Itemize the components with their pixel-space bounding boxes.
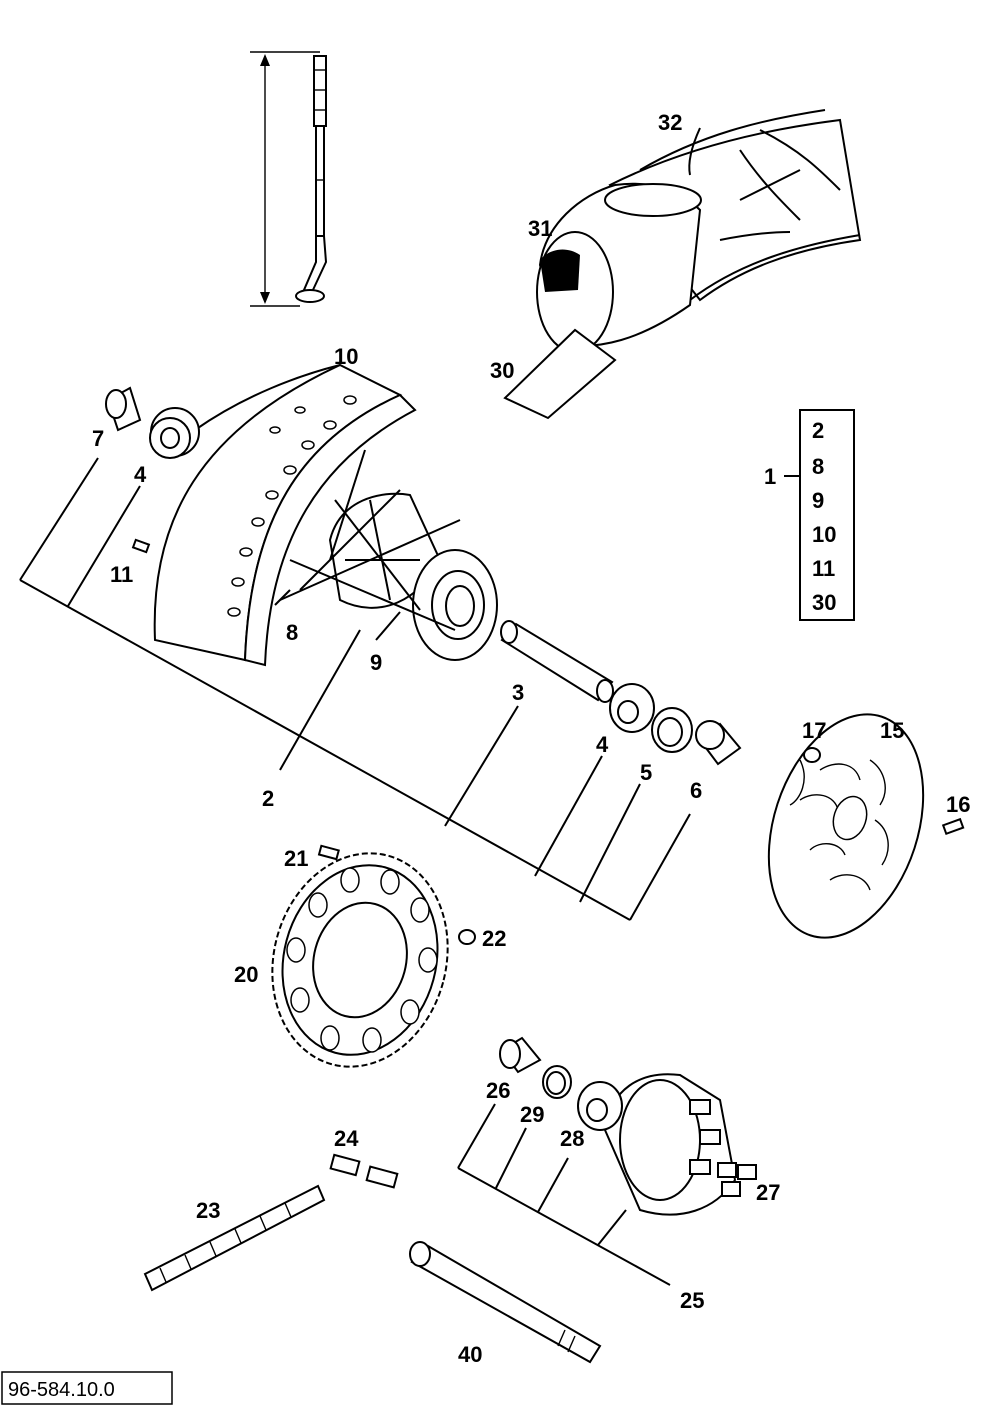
bearing-28-drawing: [577, 1081, 623, 1131]
label-6: 6: [690, 778, 702, 803]
reference-number: 96-584.10.0: [8, 1379, 115, 1401]
bearing-4-lower-drawing: [609, 683, 655, 733]
nut-17-drawing: [803, 747, 821, 763]
label-22: 22: [482, 926, 506, 951]
label-1: 1: [764, 464, 776, 489]
bearing-4-upper-drawing: [149, 407, 200, 459]
kit-item-list: 2 8 9 10 11 30: [812, 418, 836, 615]
label-8: 8: [286, 620, 298, 645]
label-27: 27: [756, 1180, 780, 1205]
label-30: 30: [490, 358, 514, 383]
brake-disc-drawing: [767, 713, 965, 939]
spacer-3-drawing: [500, 620, 614, 703]
label-40: 40: [458, 1342, 482, 1367]
tire-tube-drawing: [503, 109, 862, 420]
label-7: 7: [92, 426, 104, 451]
seal-5-drawing: [651, 707, 693, 753]
chain-link-24-drawing: [329, 1153, 399, 1189]
bushing-7-drawing: [105, 386, 142, 432]
label-29: 29: [520, 1102, 544, 1127]
label-32: 32: [658, 110, 682, 135]
label-10: 10: [334, 344, 358, 369]
label-21: 21: [284, 846, 308, 871]
rim-holes: [227, 395, 357, 617]
label-20: 20: [234, 962, 258, 987]
ring-29-drawing: [542, 1065, 572, 1099]
label-2: 2: [262, 786, 274, 811]
bolt-21-drawing: [317, 844, 340, 861]
label-23: 23: [196, 1198, 220, 1223]
label-26: 26: [486, 1078, 510, 1103]
chain-drawing: [143, 1153, 399, 1292]
label-4-upper: 4: [134, 462, 147, 487]
kit-item: 10: [812, 522, 836, 547]
rim-drawing: [153, 363, 417, 667]
bushing-26-drawing: [499, 1036, 542, 1074]
hub-drawing: [279, 449, 498, 661]
damper-27-drawing: [717, 1162, 757, 1197]
label-4-lower: 4: [596, 732, 609, 757]
part-labels: 1 2 3 4 4 5 6 7 8 9 10 11 15 16 17 20 21…: [92, 110, 970, 1367]
label-9: 9: [370, 650, 382, 675]
screw-16-drawing: [941, 817, 965, 836]
leader-lines: [19, 457, 691, 1286]
label-11: 11: [110, 562, 133, 587]
label-17: 17: [802, 718, 826, 743]
label-25: 25: [680, 1288, 704, 1313]
kit-bracket: [784, 409, 855, 621]
axle-40-drawing: [409, 1241, 602, 1364]
label-16: 16: [946, 792, 970, 817]
label-15: 15: [880, 718, 904, 743]
sprocket-drawing: [271, 844, 476, 1068]
label-3: 3: [512, 680, 524, 705]
kit-item: 8: [812, 454, 824, 479]
kit-item: 11: [812, 556, 835, 581]
kit-item: 9: [812, 488, 824, 513]
label-28: 28: [560, 1126, 584, 1151]
reference-box: 96-584.10.0: [1, 1371, 173, 1405]
nut-22-drawing: [458, 929, 476, 945]
bushing-6-drawing: [695, 720, 742, 766]
kit-item: 2: [812, 418, 824, 443]
label-5: 5: [640, 760, 652, 785]
spoke-drawing: [250, 51, 328, 307]
label-24: 24: [334, 1126, 359, 1151]
label-31: 31: [528, 216, 552, 241]
kit-item: 30: [812, 590, 836, 615]
sprocket-carrier-drawing: [499, 1036, 757, 1216]
screw-11-drawing: [131, 538, 151, 554]
